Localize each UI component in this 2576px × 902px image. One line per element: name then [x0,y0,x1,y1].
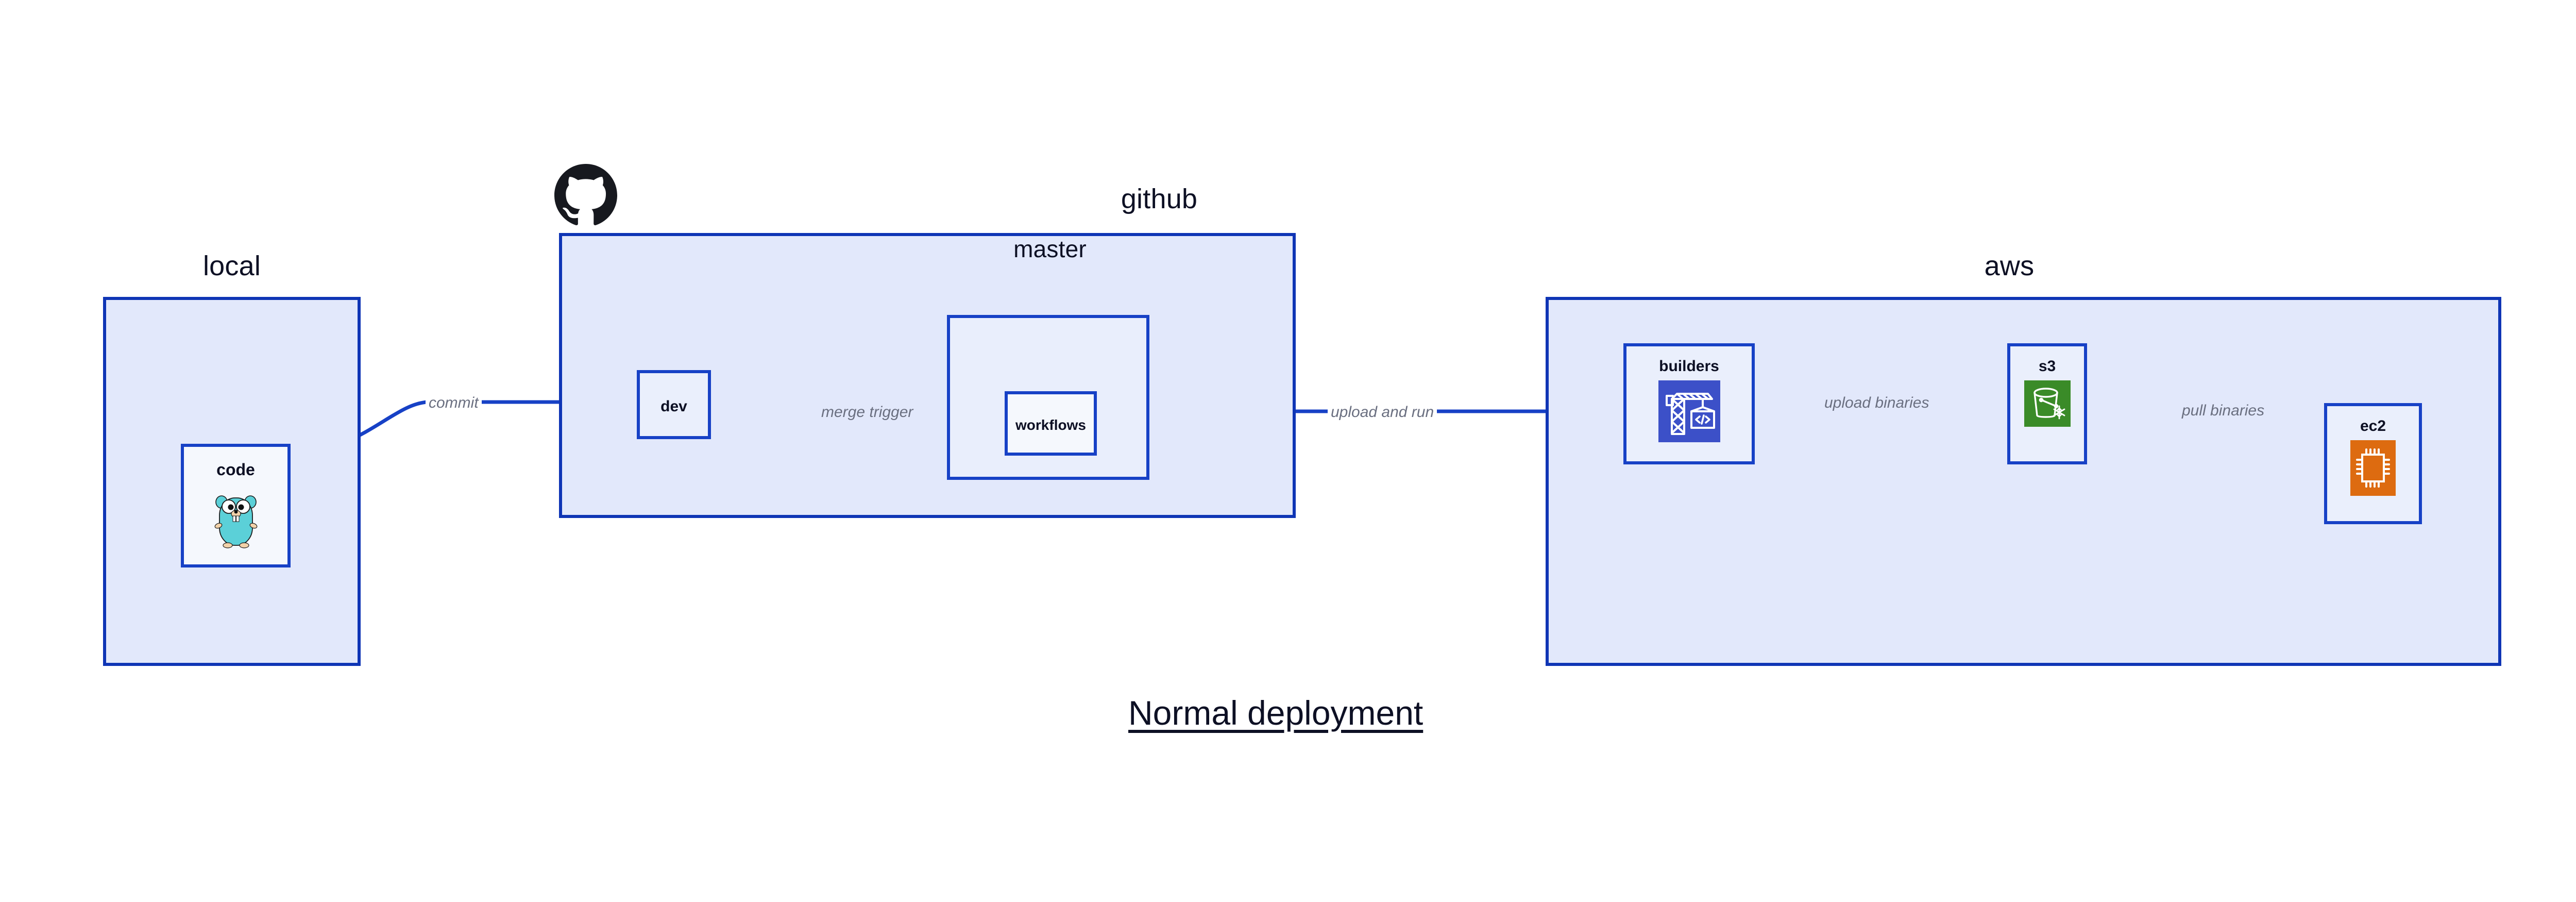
aws-s3-bucket-glacier-icon [2024,380,2071,427]
go-gopher-icon [211,491,261,553]
group-label-github: github [1121,183,1198,214]
node-dev[interactable]: dev [637,370,711,439]
node-dev-label: dev [660,398,687,415]
github-octocat-icon [554,164,617,227]
edge-label-upload-and-run: upload and run [1328,404,1437,421]
aws-codebuild-crane-icon [1658,380,1720,442]
group-aws: builders [1546,297,2501,666]
node-code[interactable]: code [181,444,291,567]
subgroup-master: workflows [947,315,1149,480]
node-ec2[interactable]: ec2 [2324,403,2422,524]
group-github: dev master workflows [559,233,1296,518]
node-s3[interactable]: s3 [2007,343,2087,464]
node-workflows[interactable]: workflows [1005,391,1097,456]
group-label-aws: aws [1984,250,2035,281]
node-s3-label: s3 [2038,358,2056,375]
edge-label-pull-binaries: pull binaries [2182,402,2265,419]
edge-label-merge-trigger: merge trigger [818,404,917,421]
subgroup-label-master: master [1013,236,1087,262]
node-code-label: code [216,460,255,479]
group-local: code [103,297,361,666]
node-workflows-label: workflows [1015,417,1086,433]
node-builders[interactable]: builders [1623,343,1755,464]
aws-ec2-chip-icon [2350,440,2396,496]
diagram-caption: Normal deployment [1128,694,1423,732]
node-builders-label: builders [1659,358,1719,375]
edge-label-commit: commit [426,394,482,412]
group-label-local: local [202,250,261,281]
node-ec2-label: ec2 [2360,417,2386,435]
edge-label-upload-binaries: upload binaries [1821,394,1933,412]
